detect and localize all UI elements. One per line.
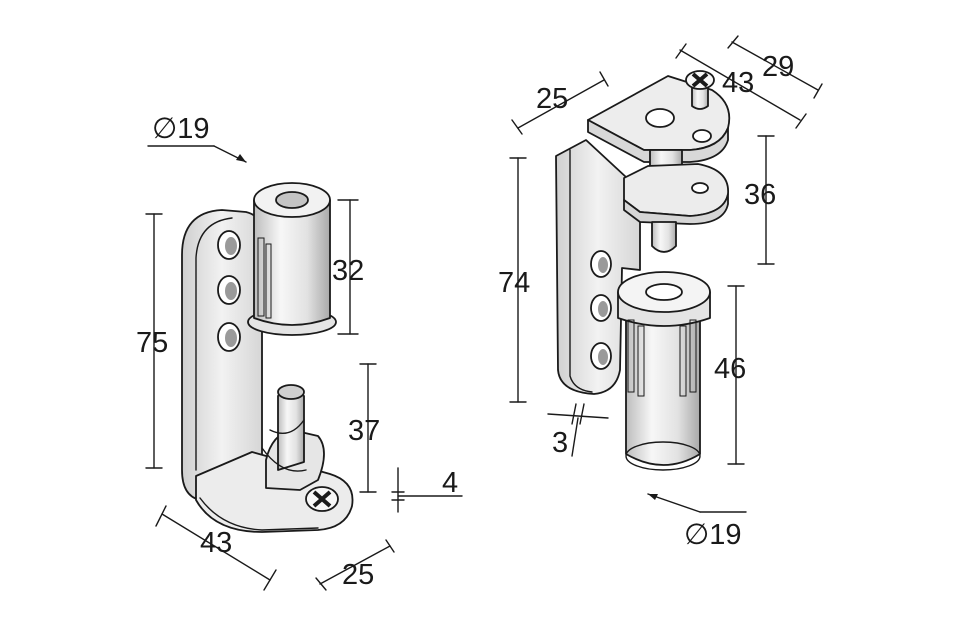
right-thickness-label: 3: [552, 427, 568, 459]
right-top-plate: [587, 70, 731, 163]
right-diameter-label: ∅19: [684, 519, 742, 551]
left-dimension-base-thickness: 4: [391, 467, 463, 513]
left-dimension-diameter: ∅19: [147, 113, 247, 163]
left-depth-label: 25: [342, 559, 374, 591]
right-hinge-part: 25 43 29 74 36: [498, 35, 823, 551]
right-dimension-height-total: 74: [498, 157, 530, 403]
left-vertical-plate: [181, 209, 263, 501]
left-base-thickness-label: 4: [442, 467, 458, 499]
left-upper-bushing: [247, 182, 337, 336]
left-base-screw-icon: [305, 486, 339, 512]
left-lower-pin-label: 37: [348, 415, 380, 447]
right-height-total-label: 74: [498, 267, 530, 299]
left-plate-holes: [217, 230, 241, 352]
right-dimension-pin-height: 36: [744, 135, 776, 265]
left-diameter-label: ∅19: [152, 113, 210, 145]
right-sleeve: [617, 271, 711, 471]
left-dimension-lower-pin: 37: [348, 363, 380, 493]
right-top-screw-icon: [685, 70, 715, 110]
left-lower-pin: [261, 384, 325, 491]
left-dimension-depth: 25: [315, 539, 395, 591]
right-plate-holes: [590, 250, 612, 370]
right-dimension-thickness: 3: [547, 403, 609, 459]
right-top-width-label: 43: [722, 67, 754, 99]
right-dimension-sleeve-height: 46: [714, 285, 746, 465]
left-dimension-height-total: 75: [136, 213, 168, 469]
right-vertical-plate: [555, 139, 641, 395]
right-top-offset-label: 29: [762, 51, 794, 83]
right-pin: [651, 221, 677, 253]
right-dimension-top-width: 43: [675, 43, 807, 129]
right-middle-plate: [623, 149, 729, 225]
right-pin-height-label: 36: [744, 179, 776, 211]
right-sleeve-height-label: 46: [714, 353, 746, 385]
left-hinge-part: ∅19 75 32 37 4: [136, 113, 463, 591]
left-height-total-label: 75: [136, 327, 168, 359]
right-dimension-diameter: ∅19: [647, 493, 747, 551]
left-upper-pin-label: 32: [332, 255, 364, 287]
left-width-label: 43: [200, 527, 232, 559]
left-dimension-upper-pin: 32: [332, 199, 364, 335]
right-top-depth-label: 25: [536, 83, 568, 115]
right-dimension-top-depth: 25: [511, 71, 609, 135]
right-dimension-top-offset: 29: [727, 35, 823, 99]
left-dimension-width: 43: [155, 505, 277, 591]
